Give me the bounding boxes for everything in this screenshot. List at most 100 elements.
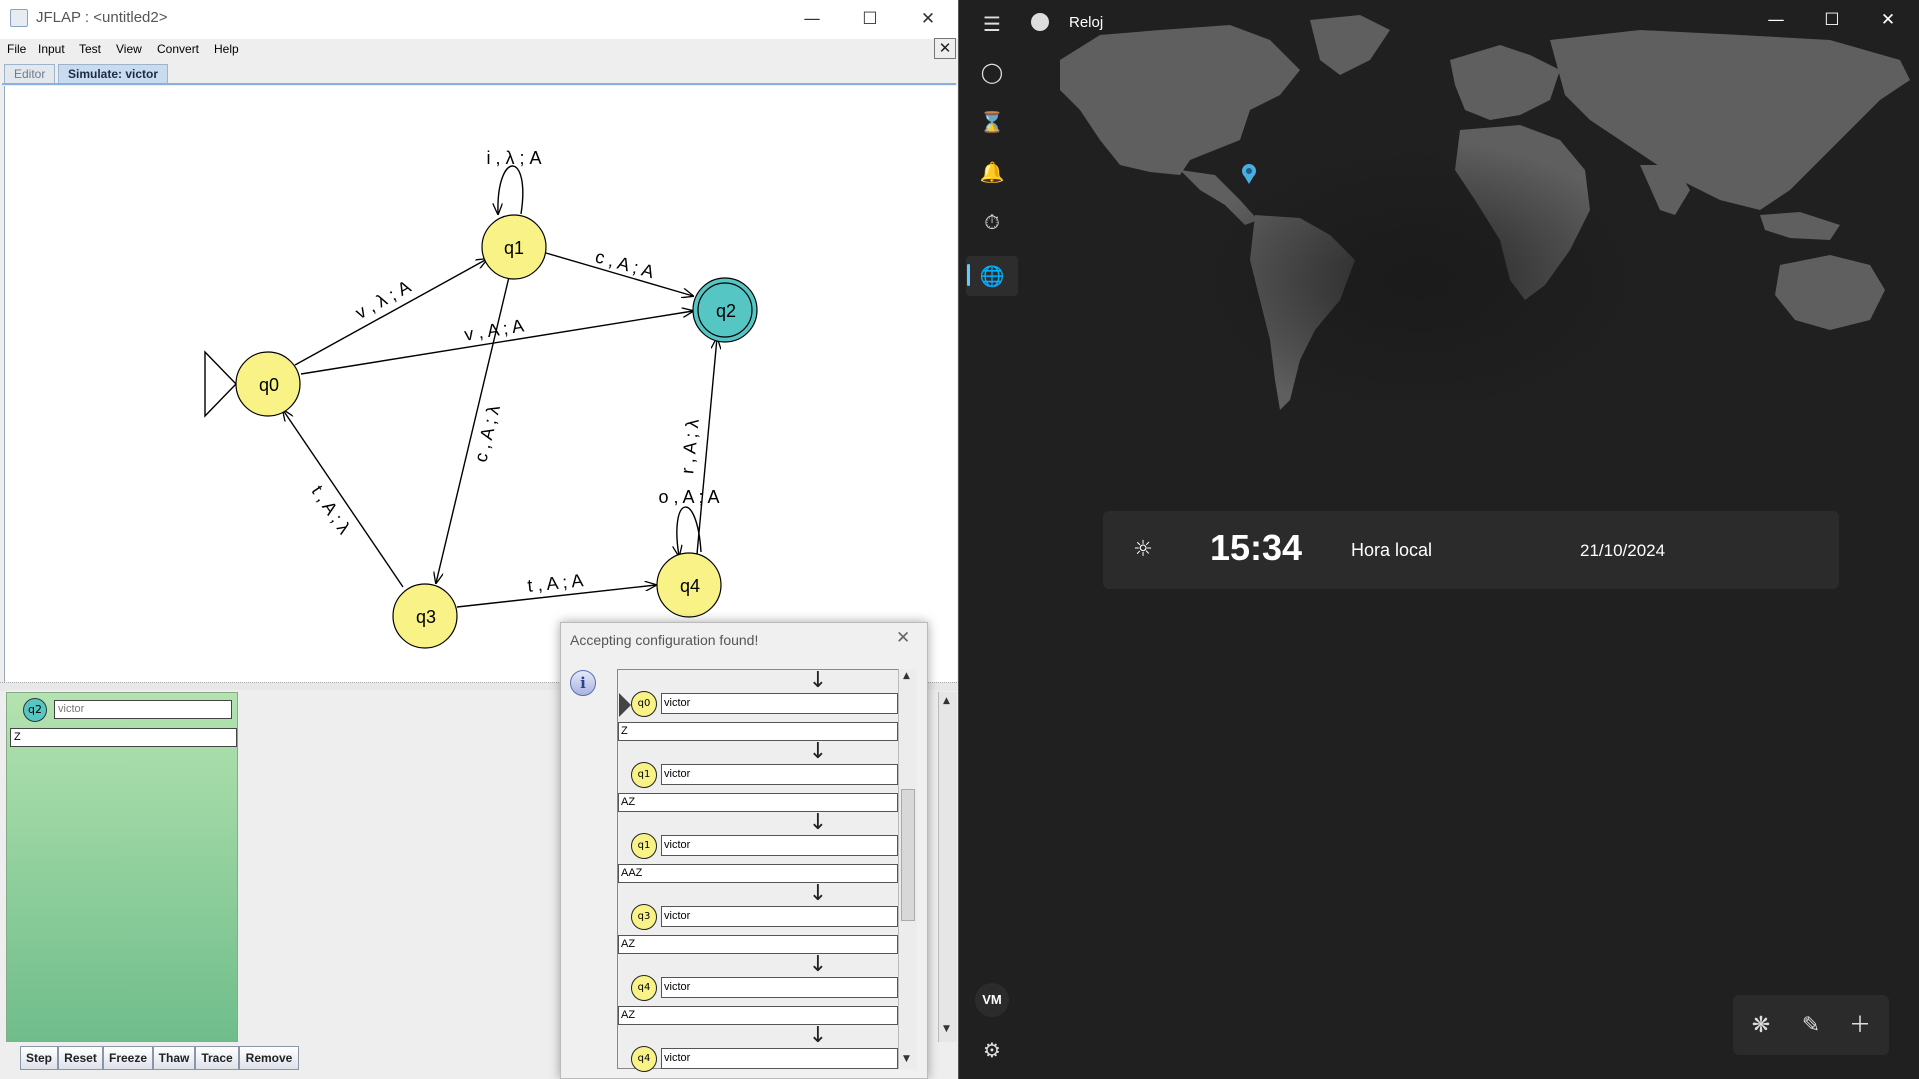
clock-maximize-icon[interactable]: ☐ xyxy=(1824,10,1840,30)
config-stack-field: Z xyxy=(10,728,237,747)
clock-app-title: Reloj xyxy=(1069,14,1104,31)
state-q1[interactable] xyxy=(481,214,547,280)
tab-editor[interactable]: Editor xyxy=(4,64,56,83)
configuration-panel[interactable] xyxy=(6,692,238,1042)
edit-icon[interactable]: ✎ xyxy=(1801,1013,1821,1038)
close-icon[interactable]: ✕ xyxy=(920,9,936,29)
user-avatar[interactable]: VM xyxy=(975,983,1009,1017)
transition-label: t , A ; λ xyxy=(308,482,355,538)
settings-icon[interactable]: ⚙ xyxy=(983,1038,1001,1062)
state-label-q4: q4 xyxy=(680,576,700,596)
initial-state-arrow xyxy=(204,350,237,418)
config-input-field: victor xyxy=(54,700,232,719)
menu-test[interactable]: Test xyxy=(79,42,102,56)
clock-toolbar xyxy=(1733,995,1889,1055)
world-clock-icon[interactable]: 🌐 xyxy=(979,264,1005,288)
transition-label: i , λ ; A xyxy=(486,148,541,168)
state-label-q0: q0 xyxy=(259,375,279,395)
transition-label: o , A ; A xyxy=(658,487,719,507)
trace-scrollbar[interactable]: ▲ ▼ xyxy=(898,669,917,1069)
transition-label: c , A ; λ xyxy=(470,403,503,464)
jflap-app-icon xyxy=(10,9,28,27)
compare-icon[interactable]: ❋ xyxy=(1751,1013,1771,1038)
remove-button[interactable]: Remove xyxy=(239,1046,299,1070)
transition-label: r , A ; λ xyxy=(677,418,703,475)
edge-q3-q4 xyxy=(456,585,656,608)
trace-state: q4 xyxy=(631,1046,657,1072)
transition-label: t , A ; A xyxy=(526,570,584,596)
step-button[interactable]: Step xyxy=(20,1046,58,1070)
close-document-icon[interactable]: ✕ xyxy=(934,38,956,59)
window-title: JFLAP : <untitled2> xyxy=(36,9,168,26)
edge-q3-q0 xyxy=(283,410,404,588)
arrow-down-icon: ↓ xyxy=(808,810,828,835)
menu-input[interactable]: Input xyxy=(38,42,65,56)
clock-close-icon[interactable]: ✕ xyxy=(1880,10,1896,30)
nav-rail xyxy=(961,0,1023,1079)
loop-q1 xyxy=(498,165,524,214)
trace-stack: AZ xyxy=(618,1006,898,1025)
trace-state: q4 xyxy=(631,975,657,1001)
state-q2[interactable] xyxy=(692,277,758,343)
trace-input: victor xyxy=(661,693,898,714)
dialog-title: Accepting configuration found! xyxy=(570,632,759,648)
arrow-down-icon: ↓ xyxy=(808,952,828,977)
trace-state: q1 xyxy=(631,833,657,859)
alarm-icon[interactable]: 🔔 xyxy=(979,160,1005,184)
trace-stack: AZ xyxy=(618,935,898,954)
menu-help[interactable]: Help xyxy=(214,42,239,56)
focus-icon[interactable]: ◯ xyxy=(980,60,1004,84)
reset-button[interactable]: Reset xyxy=(58,1046,103,1070)
config-state-q2: q2 xyxy=(23,698,47,722)
sun-icon: ☼ xyxy=(1133,537,1153,562)
menu-view[interactable]: View xyxy=(116,42,142,56)
trace-state: q0 xyxy=(631,691,657,717)
state-q0[interactable] xyxy=(235,351,301,417)
trace-stack: AZ xyxy=(618,793,898,812)
state-label-q2: q2 xyxy=(716,301,736,321)
local-date: 21/10/2024 xyxy=(1580,541,1666,560)
final-state-ring xyxy=(697,282,753,338)
local-time-card[interactable] xyxy=(1103,511,1839,589)
menu-icon[interactable]: ☰ xyxy=(983,12,1001,36)
split-divider[interactable] xyxy=(0,682,958,691)
state-q3[interactable] xyxy=(392,583,458,649)
automaton-canvas[interactable]: q0 q1 q2 q3 q4 i , λ ; A v , λ ; A c , A… xyxy=(4,86,957,682)
tab-underline xyxy=(2,83,956,85)
world-map-graphic xyxy=(1060,15,1910,420)
freeze-button[interactable]: Freeze xyxy=(103,1046,153,1070)
automaton-diagram: q0 q1 q2 q3 q4 i , λ ; A v , λ ; A c , A… xyxy=(204,148,758,649)
world-map[interactable] xyxy=(1023,0,1919,430)
state-q4[interactable] xyxy=(656,552,722,618)
edge-q4-q2 xyxy=(696,338,717,555)
edge-q0-q1 xyxy=(294,259,487,366)
thaw-button[interactable]: Thaw xyxy=(153,1046,195,1070)
clock-minimize-icon[interactable]: — xyxy=(1767,10,1785,30)
trace-stack: Z xyxy=(618,722,898,741)
loop-q4 xyxy=(677,506,702,556)
trace-input: victor xyxy=(661,977,898,998)
initial-marker-icon xyxy=(619,693,631,717)
trace-button[interactable]: Trace xyxy=(195,1046,239,1070)
maximize-icon[interactable]: ☐ xyxy=(862,9,878,29)
transition-label: c , A ; A xyxy=(593,246,656,282)
trace-input: victor xyxy=(661,906,898,927)
trace-input: victor xyxy=(661,764,898,785)
menu-convert[interactable]: Convert xyxy=(157,42,200,56)
trace-input: victor xyxy=(661,835,898,856)
menu-file[interactable]: File xyxy=(7,42,27,56)
simulation-scrollbar[interactable]: ▲ ▼ xyxy=(938,692,957,1042)
minimize-icon[interactable]: — xyxy=(803,9,821,29)
jflap-titlebar xyxy=(0,0,958,39)
stopwatch-icon[interactable]: ⏱ xyxy=(984,210,1000,234)
arrow-down-icon: ↓ xyxy=(808,739,828,764)
nav-active-indicator xyxy=(967,264,970,286)
nav-item-active-background xyxy=(966,256,1018,296)
edge-q0-q2 xyxy=(300,311,693,375)
local-time-label: Hora local xyxy=(1351,540,1433,560)
timer-icon[interactable]: ⌛ xyxy=(979,110,1005,134)
state-label-q3: q3 xyxy=(416,607,436,627)
dialog-close-icon[interactable]: ✕ xyxy=(896,628,911,648)
tab-simulate[interactable]: Simulate: victor xyxy=(58,64,169,83)
add-icon[interactable]: ＋ xyxy=(1848,1013,1871,1038)
